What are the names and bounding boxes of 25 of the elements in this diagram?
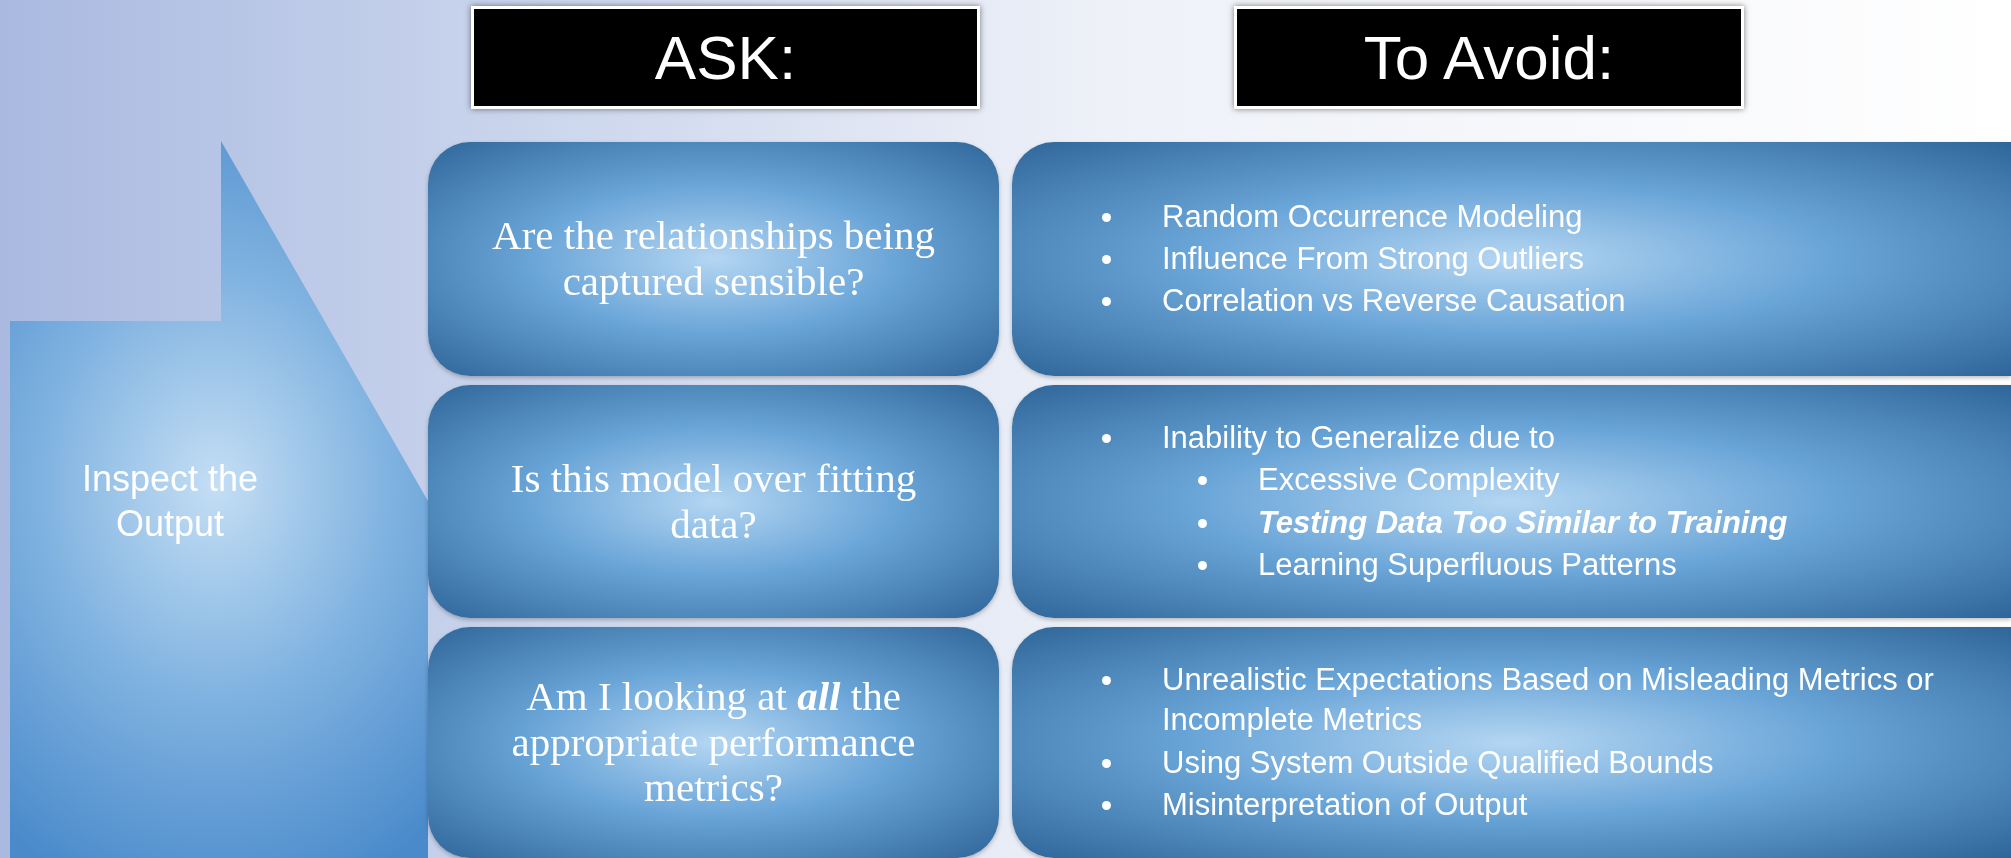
question-card [428,142,999,376]
bullet-item: Influence From Strong Outliers [1162,240,1585,276]
question-text: Is this model over fitting data? [509,455,918,548]
pitfall-card [1012,142,2011,376]
bullet-item: Testing Data Too Similar to Training [1258,504,1788,540]
question-card [428,627,999,858]
question-text: Are the relationships being captured sensible? [491,213,936,305]
header-text: ASK: [654,22,797,93]
bullet-item: Using System Outside Qualified Bounds [1162,744,1714,780]
pitfall-card [1012,627,2011,858]
column-header [1234,6,1744,109]
bullet-item: Misinterpretation of Output [1162,786,1528,822]
question-card [428,385,999,618]
bullet-item: Correlation vs Reverse Causation [1162,283,1626,319]
arrow-label: Inspect the Output [80,457,260,546]
arrow-shape [10,141,428,858]
column-header [471,6,980,109]
bullet-item: Inability to Generalize due to [1162,419,1555,455]
pitfall-card [1012,385,2011,618]
bullet-item: Excessive Complexity [1258,462,1560,498]
bullet-item: Learning Superfluous Patterns [1258,546,1677,582]
header-text: To Avoid: [1363,22,1615,93]
bullet-item: Unrealistic Expectations Based on Misleading Metrics or Incomplete Metrics [1162,661,1934,738]
bullet-item: Random Occurrence Modeling [1162,198,1583,234]
question-text: Am I looking at all the appropriate performance metrics? [510,673,917,812]
